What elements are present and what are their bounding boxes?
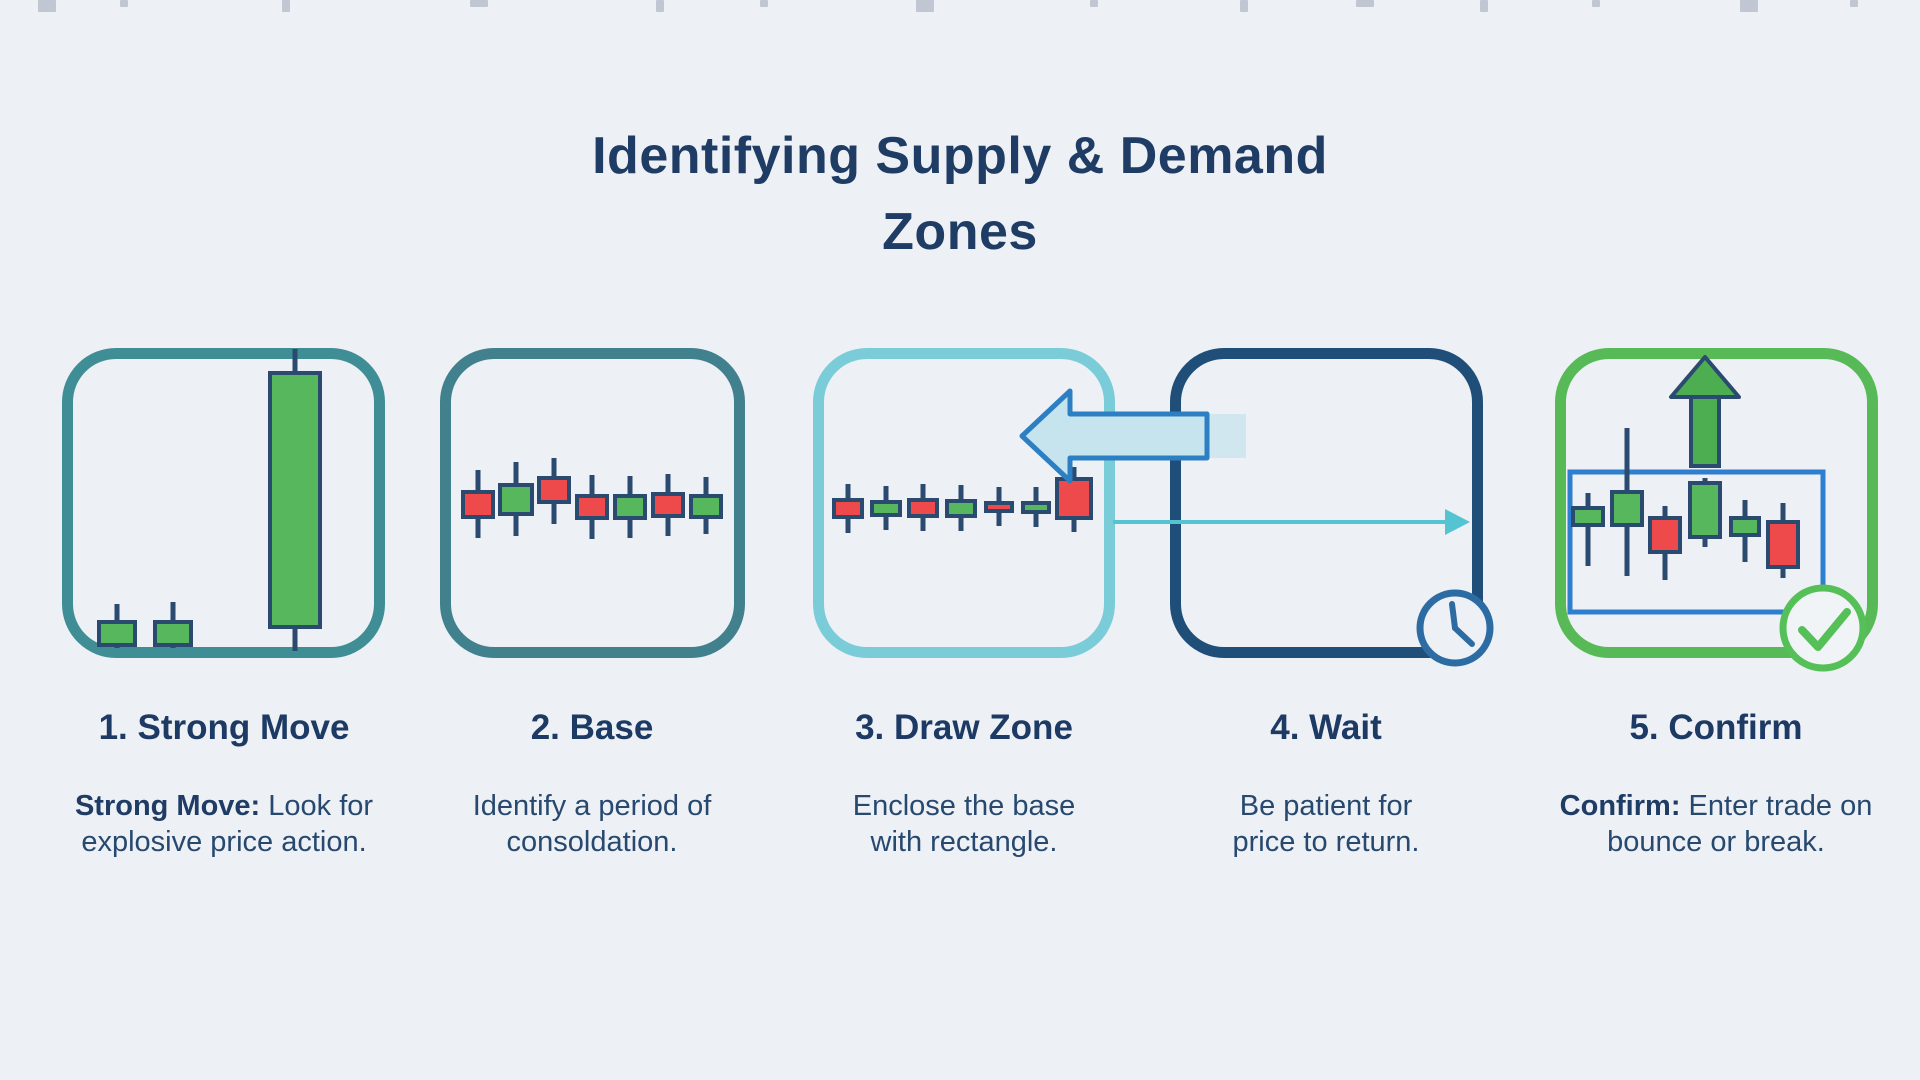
top-edge-artifact [1480, 0, 1488, 12]
step-1-text: 1. Strong Move Strong Move: Look for exp… [54, 706, 394, 860]
step-5-desc-rest: Enter trade on bounce or break. [1607, 790, 1873, 858]
step-5-description: Confirm: Enter trade on bounce or break. [1551, 788, 1881, 860]
step-5-confirm-box [1555, 348, 1878, 658]
top-edge-artifact [1356, 0, 1374, 7]
top-edge-artifact [760, 0, 768, 7]
step-4-wait-box [1170, 348, 1483, 658]
step-4-text: 4. Wait Be patient for price to return. [1206, 706, 1446, 860]
top-edge-artifact [1240, 0, 1248, 12]
page-title: Identifying Supply & Demand Zones [0, 118, 1920, 270]
page-title-line2: Zones [882, 203, 1038, 261]
page-title-line1: Identifying Supply & Demand [592, 127, 1328, 185]
top-edge-artifact [1592, 0, 1600, 7]
top-edge-artifact [916, 0, 934, 12]
top-edge-artifact [656, 0, 664, 12]
step-1-strong-move-box [62, 348, 385, 658]
top-edge-artifact [470, 0, 488, 7]
step-2-text: 2. Base Identify a period of consoldatio… [462, 706, 722, 860]
step-5-desc-bold: Confirm: [1559, 790, 1681, 822]
step-2-label: 2. Base [530, 708, 654, 747]
step-3-text: 3. Draw Zone Enclose the base with recta… [829, 706, 1099, 860]
step-4-description: Be patient for price to return. [1206, 788, 1446, 860]
step-1-description: Strong Move: Look for explosive price ac… [54, 788, 394, 860]
step-3-draw-zone-box [813, 348, 1115, 658]
step-5-text: 5. Confirm Confirm: Enter trade on bounc… [1551, 706, 1881, 860]
top-edge-artifact [1850, 0, 1858, 7]
step-3-description: Enclose the base with rectangle. [829, 788, 1099, 860]
top-edge-artifact [1740, 0, 1758, 12]
top-edge-artifact [120, 0, 128, 7]
step-3-label: 3. Draw Zone [855, 708, 1073, 747]
step-2-desc-rest: Identify a period of consoldation. [472, 790, 712, 858]
top-edge-artifact [38, 0, 56, 12]
step-1-desc-bold: Strong Move: [74, 790, 261, 822]
step-2-base-box [440, 348, 745, 658]
step-4-desc-rest: Be patient for price to return. [1232, 790, 1420, 858]
step-5-label: 5. Confirm [1629, 708, 1803, 747]
top-edge-artifact [1090, 0, 1098, 7]
step-1-desc-rest: Look for explosive price action. [81, 790, 374, 858]
step-1-label: 1. Strong Move [98, 708, 350, 747]
step-4-label: 4. Wait [1270, 708, 1382, 747]
step-2-description: Identify a period of consoldation. [462, 788, 722, 860]
step-3-desc-rest: Enclose the base with rectangle. [852, 790, 1076, 858]
top-edge-artifact [282, 0, 290, 12]
